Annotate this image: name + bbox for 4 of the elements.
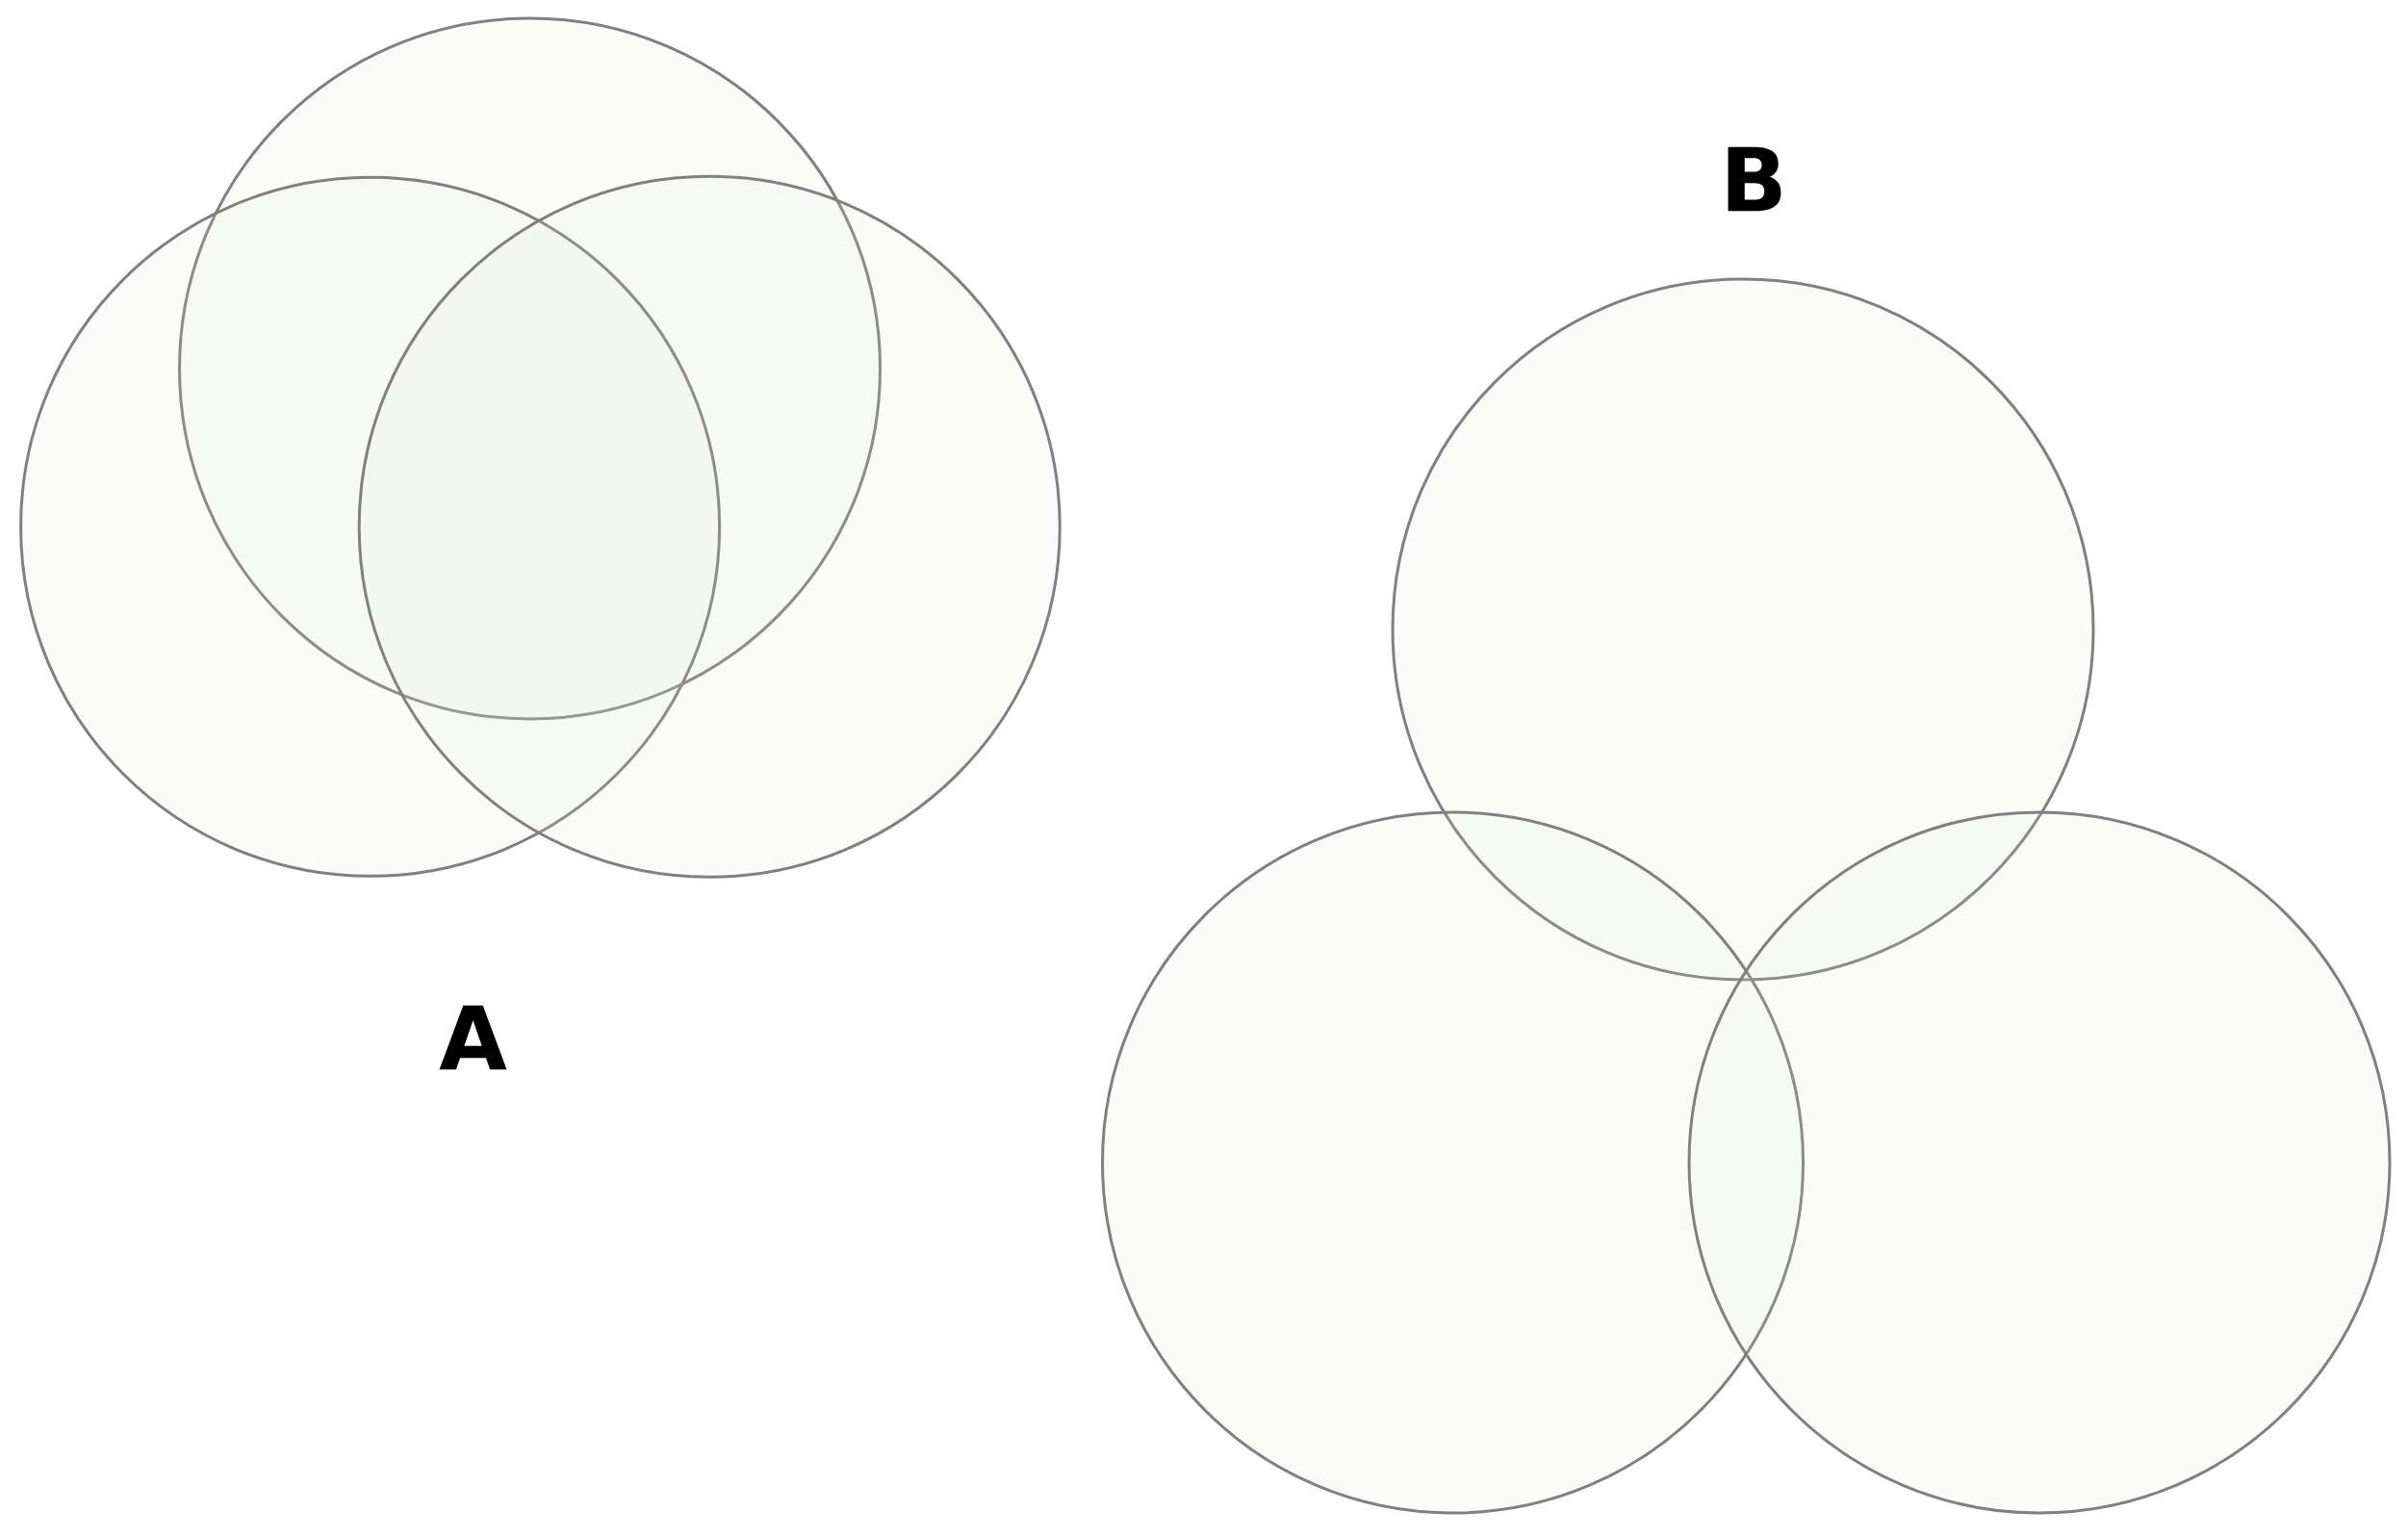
circle — [357, 174, 1062, 879]
circle — [1101, 810, 1805, 1515]
circle — [1687, 810, 2392, 1515]
panel-label: A — [439, 1005, 507, 1070]
